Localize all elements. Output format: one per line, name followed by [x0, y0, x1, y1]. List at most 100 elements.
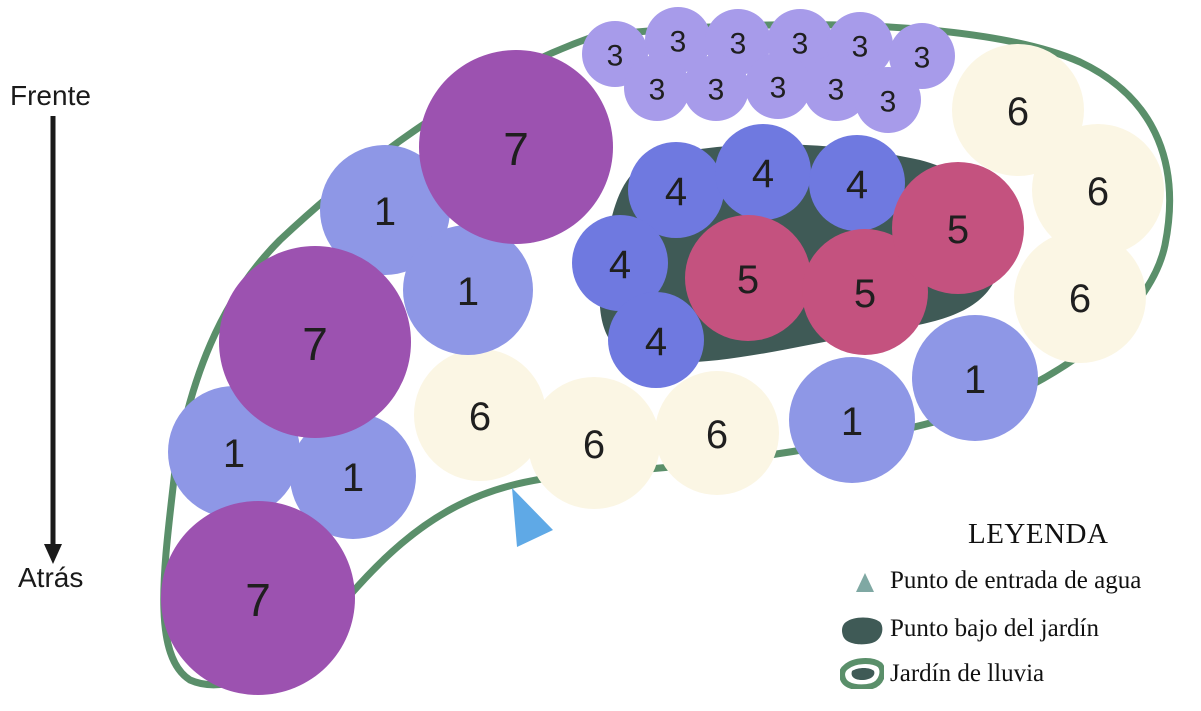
front-back-arrow	[44, 116, 62, 564]
plant-number: 7	[503, 123, 529, 175]
plant-number: 3	[770, 72, 787, 105]
plant-circle-4	[715, 124, 811, 220]
plant-circle-4	[572, 215, 668, 311]
legend-item-low-point: Punto bajo del jardín	[890, 615, 1099, 642]
plant-number: 6	[1007, 90, 1029, 134]
plant-number: 3	[670, 26, 687, 59]
plant-group-4: 4	[715, 124, 811, 220]
plant-number: 3	[649, 74, 666, 107]
plant-group-1: 1	[912, 315, 1038, 441]
plant-group-4: 4	[809, 135, 905, 231]
plant-group-5: 5	[802, 229, 928, 355]
legend-item-water-entry: Punto de entrada de agua	[890, 567, 1142, 594]
plant-group-7: 7	[219, 246, 411, 438]
plant-group-6: 6	[1014, 231, 1146, 363]
plant-number: 1	[223, 432, 245, 476]
plant-circle-1	[403, 225, 533, 355]
plant-circle-6	[414, 349, 546, 481]
plant-number: 5	[854, 272, 876, 316]
plant-circle-6	[1014, 231, 1146, 363]
plant-number: 5	[947, 208, 969, 252]
plant-circle-4	[809, 135, 905, 231]
plant-number: 6	[1087, 170, 1109, 214]
plant-number: 3	[914, 42, 931, 75]
low-point-icon	[842, 617, 883, 645]
plant-group-6: 6	[952, 44, 1084, 176]
plant-number: 1	[342, 456, 364, 500]
plant-circle-5	[892, 162, 1024, 294]
plant-group-7: 7	[161, 501, 355, 695]
legend-item-rain-garden: Jardín de lluvia	[890, 660, 1045, 687]
plant-circle-1	[290, 413, 416, 539]
plant-number: 3	[852, 31, 869, 64]
plant-number: 7	[302, 318, 328, 370]
front-label: Frente	[10, 80, 91, 111]
plant-number: 6	[1069, 277, 1091, 321]
plant-circle-3	[624, 55, 690, 121]
plant-number: 3	[828, 74, 845, 107]
water-entry-point	[512, 488, 553, 547]
plant-number: 3	[708, 74, 725, 107]
plant-number: 6	[583, 423, 605, 467]
plant-circle-5	[802, 229, 928, 355]
rain-garden-border	[160, 21, 1174, 689]
plant-number: 1	[457, 270, 479, 314]
plant-number: 3	[792, 28, 809, 61]
plant-circle-4	[608, 292, 704, 388]
plant-number: 1	[841, 400, 863, 444]
plant-group-6: 6	[1032, 124, 1164, 256]
plant-circle-6	[528, 377, 660, 509]
back-label: Atrás	[18, 562, 84, 593]
plant-number: 7	[245, 574, 271, 626]
plant-circle-3	[803, 55, 869, 121]
plant-number: 1	[374, 190, 396, 234]
plant-group-7: 7	[419, 50, 613, 244]
plant-number: 6	[469, 395, 491, 439]
plant-number: 3	[880, 86, 897, 119]
plant-circle-4	[628, 142, 724, 238]
plant-group-1: 1	[320, 145, 450, 275]
plant-circle-5	[685, 215, 811, 341]
plant-group-4: 4	[572, 215, 668, 311]
plant-circle-1	[320, 145, 450, 275]
plant-group-5: 5	[892, 162, 1024, 294]
plant-number: 4	[752, 152, 774, 196]
plant-number: 4	[846, 163, 868, 207]
plant-circle-1	[912, 315, 1038, 441]
plant-group-3: 3	[803, 55, 869, 121]
plant-number: 3	[607, 40, 624, 73]
plant-group-6: 6	[414, 349, 546, 481]
plant-group-4: 4	[628, 142, 724, 238]
arrow-head	[44, 544, 62, 564]
plant-group-3: 3	[745, 53, 811, 119]
plant-group-6: 6	[528, 377, 660, 509]
plant-number: 6	[706, 413, 728, 457]
plant-group-1: 1	[789, 357, 915, 483]
plant-circle-7	[419, 50, 613, 244]
plant-number: 1	[964, 358, 986, 402]
plant-number: 4	[645, 320, 667, 364]
plant-circle-1	[789, 357, 915, 483]
plant-circle-7	[219, 246, 411, 438]
plant-number: 3	[730, 28, 747, 61]
plant-group-3: 3	[855, 67, 921, 133]
plant-circle-6	[1032, 124, 1164, 256]
water-entry-icon	[856, 573, 874, 592]
plant-circle-7	[161, 501, 355, 695]
plant-number: 4	[665, 170, 687, 214]
plant-group-3: 3	[683, 55, 749, 121]
plant-number: 5	[737, 258, 759, 302]
plant-group-1: 1	[290, 413, 416, 539]
plant-number: 4	[609, 243, 631, 287]
plant-group-6: 6	[655, 371, 779, 495]
plant-group-4: 4	[608, 292, 704, 388]
rain-garden-icon	[840, 658, 884, 689]
plant-group-3: 3	[624, 55, 690, 121]
plant-circle-6	[655, 371, 779, 495]
plant-circle-3	[745, 53, 811, 119]
plant-group-5: 5	[685, 215, 811, 341]
plant-group-1: 1	[403, 225, 533, 355]
